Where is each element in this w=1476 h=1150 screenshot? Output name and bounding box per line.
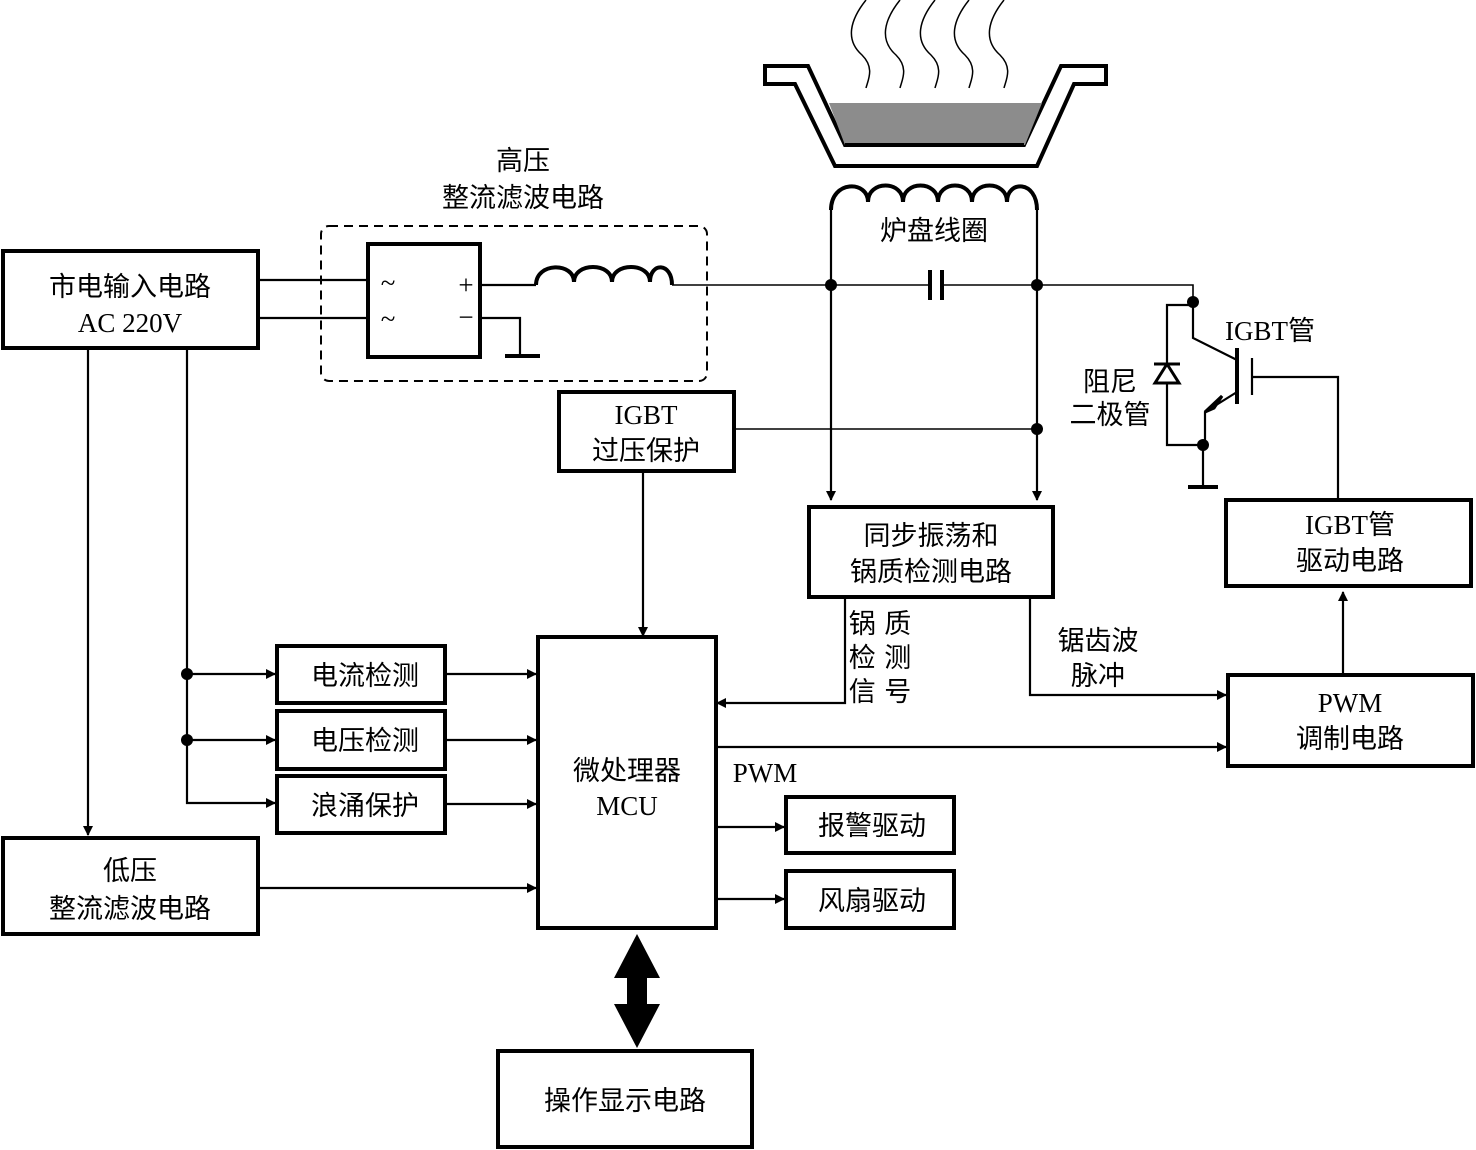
ac-symbol-1: ~ [381,268,396,298]
igbt-overvoltage-block [557,390,736,473]
igbt-label: IGBT管 [1225,316,1315,346]
hv-rectifier-title-2: 整流滤波电路 [442,183,604,214]
voltage-detect-label: 电压检测 [311,726,419,757]
pot-detect-signal-label-3: 信 号 [849,677,912,708]
current-detect-block [275,644,447,705]
hv-rectifier-title-1: 高压 [496,146,550,177]
bidirectional-arrow-icon [614,934,660,1048]
lv-rectifier-label-2: 整流滤波电路 [49,894,211,925]
lv-rectifier-label-1: 低压 [103,856,157,887]
igbt-driver-label-2: 驱动电路 [1296,546,1404,577]
pwm-modulation-label-2: 调制电路 [1296,724,1404,755]
alarm-driver-label: 报警驱动 [818,811,926,842]
coil-label: 炉盘线圈 [880,216,988,247]
mains-to-rectifier-wires [258,278,368,320]
pwm-modulation-block [1226,673,1475,768]
igbt-driver-label-1: IGBT管 [1305,510,1395,540]
mains-input-voltage: AC 220V [78,308,183,338]
plus-symbol: + [458,270,473,300]
sawtooth-label-2: 脉冲 [1071,661,1125,692]
display-block [496,1049,754,1149]
mcu-label-1: 微处理器 [573,756,681,787]
sawtooth-label-1: 锯齿波 [1058,626,1139,657]
sync-osc-pot-detect-block [807,505,1055,599]
fan-driver-block [784,869,956,930]
pot-detect-signal-label-2: 检 测 [849,643,912,674]
hv-bus [672,284,1194,300]
display-label: 操作显示电路 [544,1086,706,1117]
filter-inductor-icon [534,265,674,286]
minus-symbol: − [458,302,473,332]
igbt-overvoltage-label-2: 过压保护 [592,436,700,467]
damper-diode-icon [1152,303,1203,447]
sync-osc-label-1: 同步振荡和 [864,521,999,552]
surge-protect-block [275,774,447,835]
bridge-rectifier [366,242,482,359]
steam-icon [850,0,1009,89]
coil-icon [829,183,1039,285]
igbt-driver-block [1224,498,1473,588]
pwm-signal-label: PWM [733,758,798,788]
mains-input-label: 市电输入电路 [49,272,211,303]
pot-detect-signal-label-1: 锅 质 [849,609,912,640]
current-detect-label: 电流检测 [311,661,419,692]
resonant-capacitor-icon [928,270,944,300]
surge-protect-label: 浪涌保护 [311,791,419,822]
pot-icon [763,64,1108,168]
lv-rectifier-block [1,836,260,936]
mains-input-block [1,249,260,350]
hv-rectifier-group [320,225,708,382]
pwm-modulation-label-1: PWM [1318,688,1383,718]
sync-osc-label-2: 锅质检测电路 [850,557,1012,588]
fan-driver-label: 风扇驱动 [818,886,926,917]
alarm-driver-block [784,795,956,855]
mcu-label-2: MCU [596,791,658,821]
mcu-block [536,635,718,930]
damper-diode-label-1: 阻尼 [1083,367,1137,398]
ac-symbol-2: ~ [381,304,396,334]
damper-diode-label-2: 二极管 [1070,400,1151,431]
igbt-overvoltage-label-1: IGBT [615,400,678,430]
